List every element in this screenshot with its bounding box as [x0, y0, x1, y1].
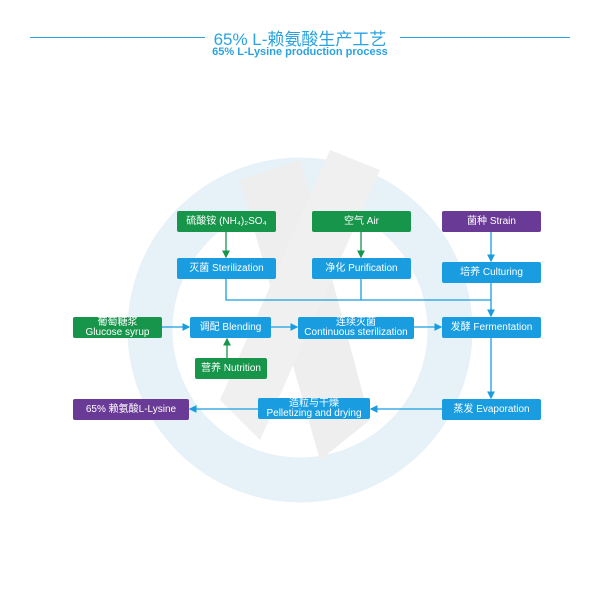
node-blending: 调配 Blending	[190, 317, 271, 338]
node-sterilization: 灭菌 Sterilization	[177, 258, 276, 279]
continuous-cn: 连续灭菌	[336, 317, 376, 328]
continuous-en: Continuous sterilization	[304, 327, 408, 338]
glucose-cn: 葡萄糖浆	[97, 316, 138, 328]
node-fermentation: 发酵 Fermentation	[442, 317, 541, 338]
glucose-en: Glucose syrup	[85, 326, 150, 338]
page-title: 65% L-赖氨酸生产工艺	[213, 30, 387, 49]
node-strain: 菌种 Strain	[442, 211, 541, 232]
title-rule-right	[400, 37, 570, 38]
pellet-cn: 造粒与干燥	[289, 397, 339, 409]
node-evaporation: 蒸发 Evaporation	[442, 399, 541, 420]
node-culturing: 培养 Culturing	[442, 262, 541, 283]
node-air: 空气 Air	[312, 211, 411, 232]
page-subtitle: 65% L-Lysine production process	[212, 46, 388, 58]
node-product-lysine: 65% 赖氨酸L-Lysine	[73, 399, 189, 420]
node-ammonium-sulfate: 硫酸铵 (NH₄)₂SO₄	[177, 211, 276, 232]
node-purification: 净化 Purification	[312, 258, 411, 279]
merge-line	[225, 279, 491, 301]
pellet-en: Pelletizing and drying	[266, 407, 362, 419]
node-nutrition: 营养 Nutrition	[195, 358, 267, 379]
title-rule-left	[30, 37, 205, 38]
